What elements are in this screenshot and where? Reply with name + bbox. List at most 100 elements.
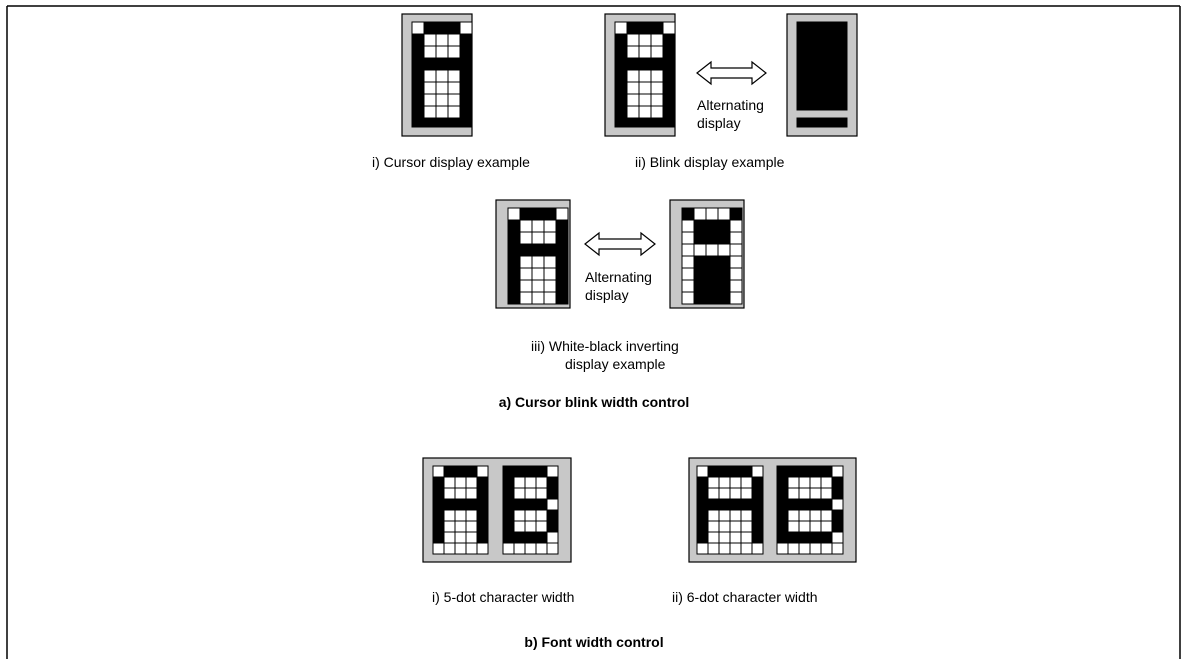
dot-off	[798, 476, 811, 489]
dot-off	[555, 207, 569, 221]
dot-off	[447, 105, 461, 119]
dot-off	[454, 542, 467, 555]
alternating-display-label-1: Alternating display	[697, 96, 764, 132]
dot-off	[443, 531, 456, 544]
dot-off	[707, 509, 720, 522]
alternating-line-2: display	[697, 115, 741, 131]
dot-on	[776, 465, 789, 478]
dot-on	[507, 219, 521, 233]
dot-off	[443, 487, 456, 500]
six-dot-width-label: ii) 6-dot character width	[672, 589, 818, 605]
dot-off	[776, 542, 789, 555]
dot-on	[729, 207, 743, 221]
dot-on	[465, 498, 478, 511]
dot-off	[729, 219, 743, 233]
alternating-line-1: Alternating	[585, 269, 652, 285]
dot-on	[717, 291, 731, 305]
dot-off	[454, 487, 467, 500]
dot-on	[513, 498, 526, 511]
dot-on	[507, 255, 521, 269]
dot-on	[432, 509, 445, 522]
dot-on	[751, 520, 764, 533]
dot-off	[707, 531, 720, 544]
dot-on	[705, 291, 719, 305]
dot-on	[432, 520, 445, 533]
dot-off	[787, 542, 800, 555]
dot-off	[650, 33, 664, 47]
dot-off	[820, 509, 833, 522]
dot-on	[693, 267, 707, 281]
dot-off	[740, 509, 753, 522]
dot-off	[787, 476, 800, 489]
dot-off	[465, 487, 478, 500]
dot-off	[798, 542, 811, 555]
dot-on	[502, 520, 515, 533]
dot-off	[459, 21, 473, 35]
dot-on	[751, 476, 764, 489]
dot-on	[465, 465, 478, 478]
dot-on	[614, 105, 628, 119]
dot-on	[519, 207, 533, 221]
dot-off	[435, 81, 449, 95]
dot-on	[411, 45, 425, 59]
dot-on	[459, 81, 473, 95]
dot-on	[662, 93, 676, 107]
dot-on	[820, 531, 833, 544]
dot-on	[443, 465, 456, 478]
dot-on	[717, 267, 731, 281]
glyph-B-6dot	[776, 465, 844, 555]
dot-off	[535, 520, 548, 533]
dot-off	[638, 81, 652, 95]
dot-off	[681, 291, 695, 305]
dot-on	[543, 207, 557, 221]
dot-on	[751, 498, 764, 511]
dot-off	[435, 33, 449, 47]
dot-on	[831, 487, 844, 500]
dot-off	[531, 255, 545, 269]
dot-on	[555, 219, 569, 233]
dot-off	[454, 520, 467, 533]
dot-on	[524, 531, 537, 544]
dot-off	[476, 542, 489, 555]
dot-on	[423, 21, 437, 35]
dot-off	[729, 509, 742, 522]
dot-on	[662, 81, 676, 95]
cursor-bar	[411, 117, 473, 128]
dot-on	[693, 291, 707, 305]
dot-off	[681, 255, 695, 269]
dot-on	[423, 57, 437, 71]
dot-off	[787, 509, 800, 522]
dot-off	[535, 542, 548, 555]
dot-on	[459, 69, 473, 83]
dot-off	[435, 93, 449, 107]
glyph-A-6dot	[696, 465, 764, 555]
dot-on	[693, 255, 707, 269]
dot-on	[535, 465, 548, 478]
dot-on	[696, 476, 709, 489]
dot-off	[447, 81, 461, 95]
dot-on	[476, 476, 489, 489]
dot-on	[411, 33, 425, 47]
dot-on	[476, 509, 489, 522]
dot-off	[519, 291, 533, 305]
dot-on	[820, 498, 833, 511]
dot-on	[751, 531, 764, 544]
dot-off	[531, 231, 545, 245]
dot-off	[535, 487, 548, 500]
dot-on	[507, 291, 521, 305]
dot-off	[447, 45, 461, 59]
dot-on	[707, 465, 720, 478]
dot-on	[717, 231, 731, 245]
dot-on	[705, 267, 719, 281]
dot-on	[476, 531, 489, 544]
dot-off	[681, 231, 695, 245]
dot-on	[535, 498, 548, 511]
dot-off	[513, 487, 526, 500]
dot-off	[524, 487, 537, 500]
dot-off	[831, 498, 844, 511]
dot-on	[681, 207, 695, 221]
dot-on	[502, 531, 515, 544]
dot-on	[502, 509, 515, 522]
dot-on	[546, 509, 559, 522]
dot-on	[459, 33, 473, 47]
